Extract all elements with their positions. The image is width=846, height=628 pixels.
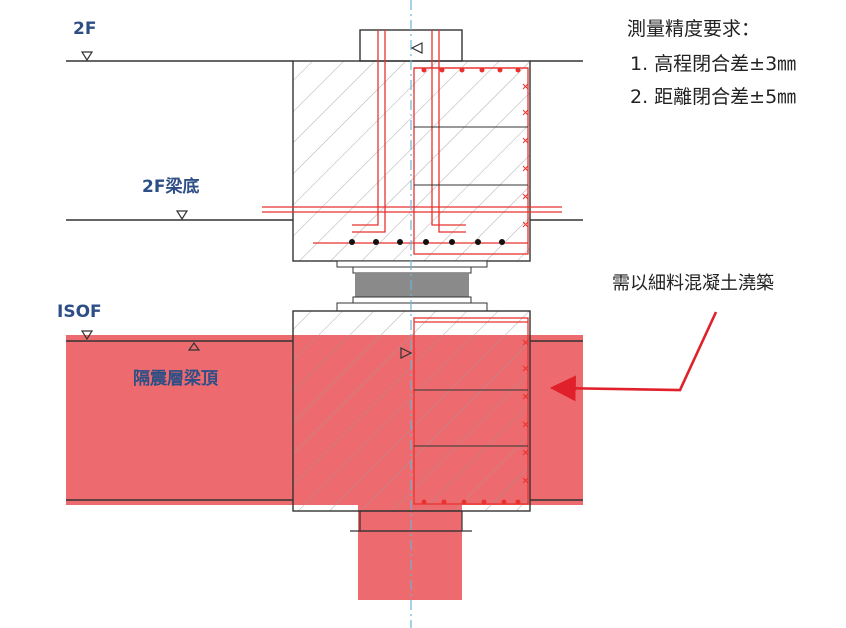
level-label-isolation-beam-top: 隔震層梁頂 — [133, 368, 219, 389]
level-label-2f: 2F — [73, 19, 96, 39]
side-tie-marks — [522, 83, 529, 484]
lower-rebar-dots — [421, 499, 521, 505]
lower-rebar — [413, 317, 529, 505]
upper-rebar-top-dots — [421, 67, 521, 73]
lower-ties — [414, 389, 528, 447]
accuracy-note-1: 1. 高程閉合差±3㎜ — [630, 53, 796, 75]
upper-ties — [414, 126, 528, 186]
callout-text: 需以細料混凝土澆築 — [612, 273, 774, 294]
level-label-isof: ISOF — [57, 302, 102, 322]
center-mark-upper — [410, 42, 423, 54]
level-label-2f-beam-bottom: 2F梁底 — [142, 176, 199, 197]
isolation-bearing — [336, 260, 488, 312]
upper-rebar-dots — [349, 239, 505, 245]
center-mark-lower — [400, 347, 413, 359]
accuracy-notes-title: 測量精度要求： — [627, 18, 760, 40]
upper-rebar — [262, 30, 562, 255]
accuracy-note-2: 2. 距離閉合差±5㎜ — [630, 86, 796, 108]
callout-arrow — [549, 311, 718, 402]
level-symbols — [80, 51, 201, 351]
level-lines — [66, 60, 583, 501]
